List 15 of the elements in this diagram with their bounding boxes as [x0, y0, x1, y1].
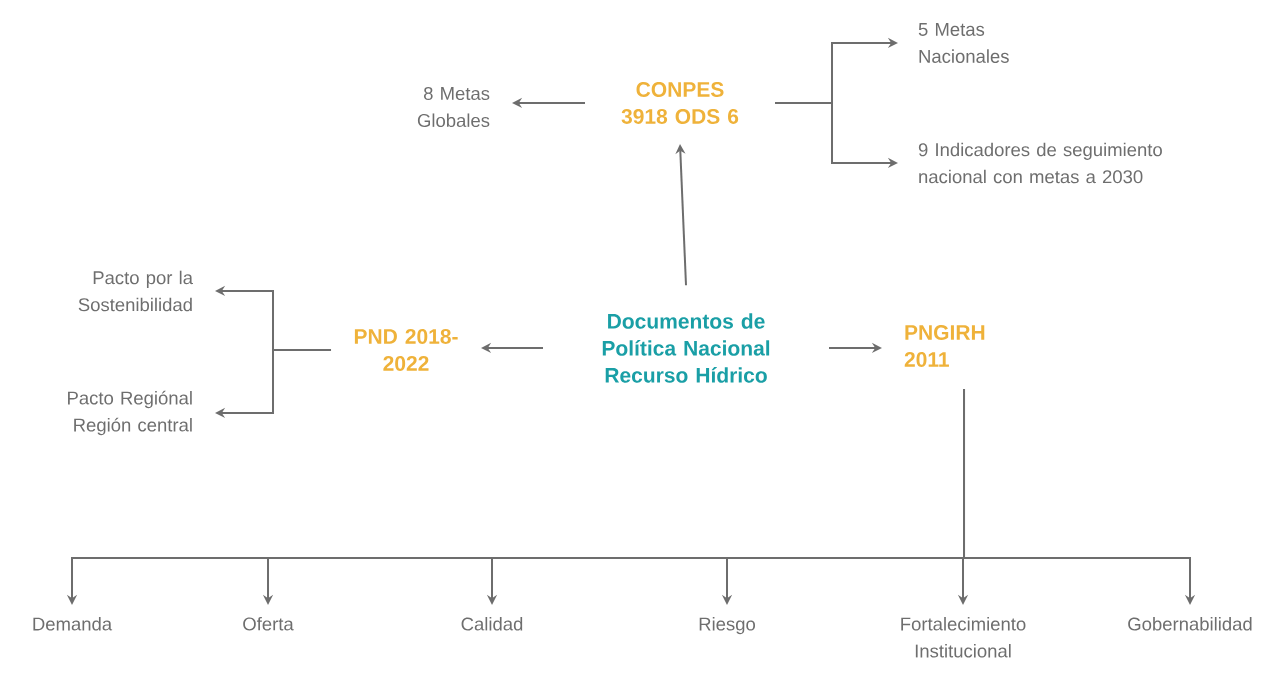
item-label: Calidad: [461, 617, 523, 631]
item-label: Demanda: [33, 617, 113, 631]
item-label: Oferta: [243, 617, 294, 631]
policy-title: Documentos de Política Nacional Recurso Hídrico: [602, 313, 770, 383]
item-label: Pacto por la Sostenibilidad: [78, 270, 193, 312]
item-label: Pacto Regiónal Región central: [68, 390, 192, 436]
item-label: Fortalecimiento Institucional: [901, 617, 1026, 658]
item-label: 5 Metas Nacionales: [918, 23, 1009, 63]
item-label: Riesgo: [699, 617, 755, 635]
document-title: CONPES 3918 ODS 6: [621, 82, 739, 124]
document-title: PND 2018-2022: [354, 329, 458, 371]
item-label: Gobernabilidad: [1128, 617, 1252, 631]
item-label: 9 Indicadores de seguimiento nacional con metas a 2030: [918, 142, 1162, 184]
document-title: PNGIRH 2011: [904, 325, 985, 367]
item-label: 8 Metas Globales: [417, 86, 490, 128]
